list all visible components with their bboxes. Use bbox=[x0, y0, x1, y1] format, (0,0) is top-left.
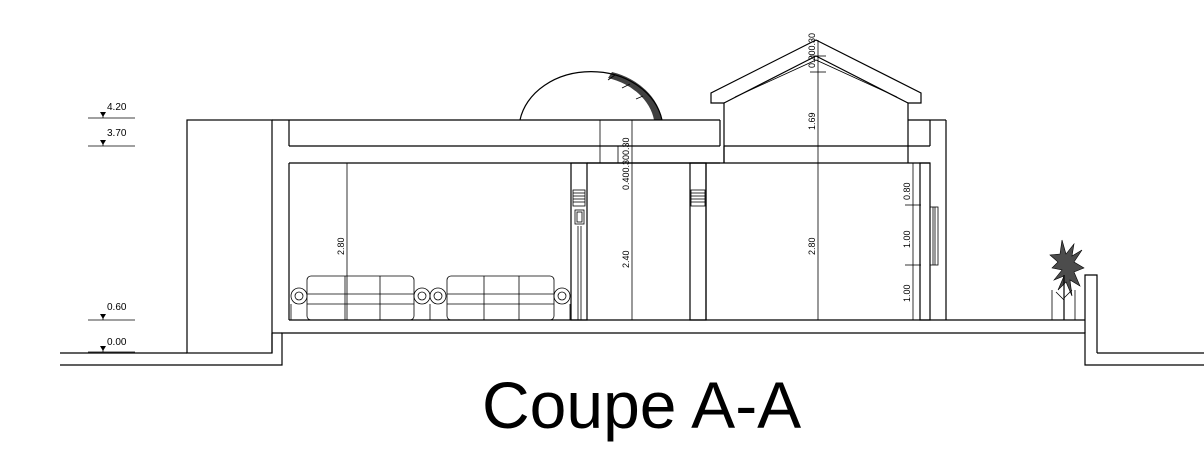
dim-slab-stack: 0.400.300.30 bbox=[621, 137, 631, 190]
dimension-lines bbox=[346, 40, 921, 320]
building-envelope bbox=[271, 119, 947, 353]
dim-window-mid: 1.00 bbox=[902, 230, 912, 248]
door-frame-right bbox=[690, 189, 706, 207]
tree-icon bbox=[1049, 239, 1085, 320]
dim-window-sill: 1.00 bbox=[902, 284, 912, 302]
sofa-left bbox=[290, 275, 431, 321]
dim-roof-peak: 0.200.30 bbox=[807, 33, 817, 68]
level-marker-4-20: 4.20 bbox=[88, 102, 135, 119]
ground-line bbox=[60, 332, 1204, 366]
interior-walls bbox=[570, 162, 931, 321]
door-frame-left bbox=[572, 189, 586, 320]
level-label: 3.70 bbox=[107, 128, 127, 139]
dim-right-room: 2.80 bbox=[807, 237, 817, 255]
drawing-title: Coupe A-A bbox=[482, 368, 801, 442]
planter bbox=[1051, 274, 1098, 353]
level-marker-0-60: 0.60 bbox=[88, 302, 135, 321]
level-label: 4.20 bbox=[107, 102, 127, 113]
level-marker-3-70: 3.70 bbox=[88, 128, 135, 147]
dome bbox=[519, 71, 663, 121]
dim-middle-room: 2.40 bbox=[621, 250, 631, 268]
lantern bbox=[710, 39, 930, 163]
level-marker-0-00: 0.00 bbox=[88, 337, 135, 353]
dim-left-room: 2.80 bbox=[336, 237, 346, 255]
dim-lantern: 1.69 bbox=[807, 112, 817, 130]
sofa-right bbox=[429, 275, 571, 321]
level-label: 0.00 bbox=[107, 337, 127, 348]
window bbox=[929, 206, 939, 266]
left-wall-block bbox=[186, 119, 290, 354]
level-label: 0.60 bbox=[107, 302, 127, 313]
dim-window-top: 0.80 bbox=[902, 182, 912, 200]
